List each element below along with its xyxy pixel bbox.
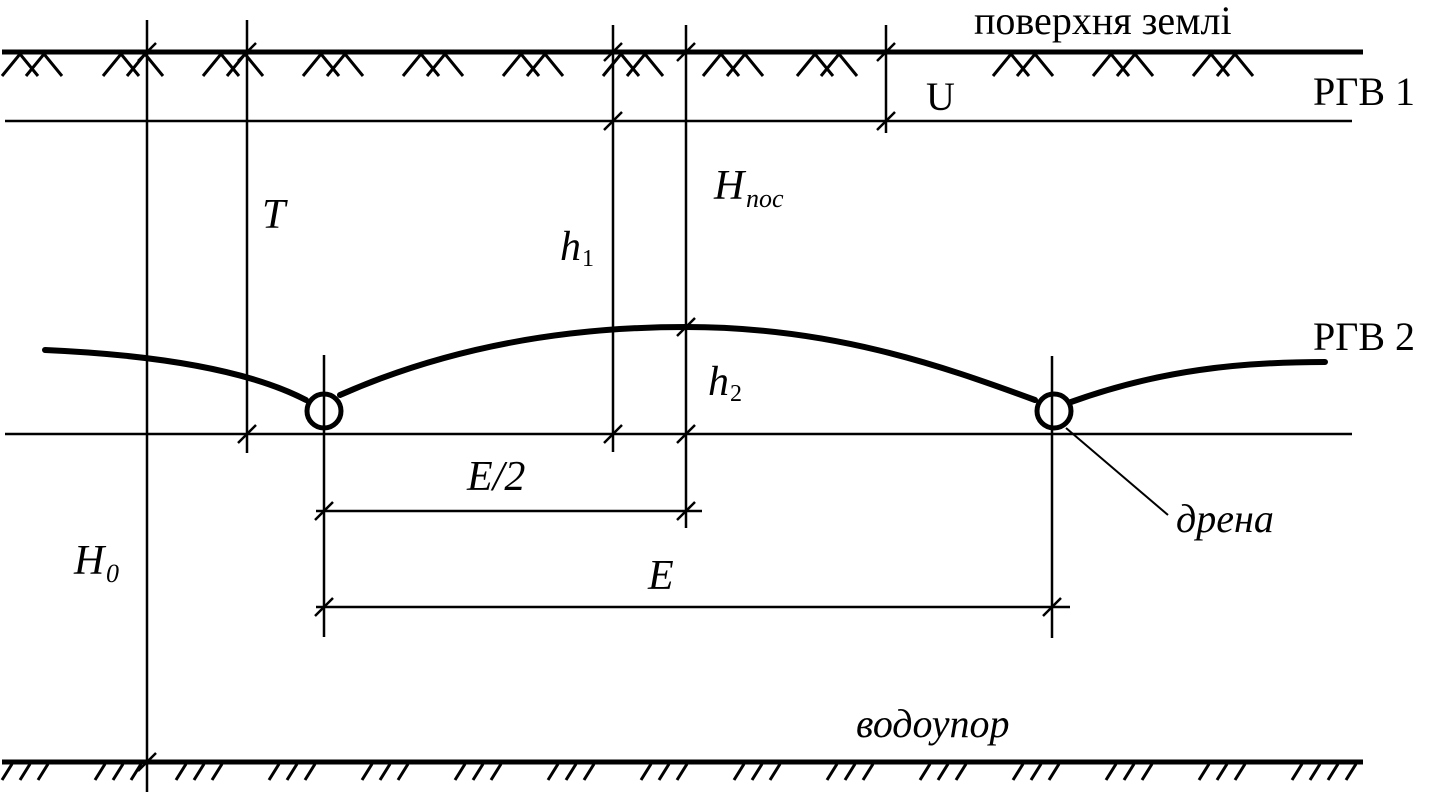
- ground-surface: [0, 49, 1363, 77]
- h0-label: H 0: [73, 538, 119, 588]
- aquitard-hatching: [0, 763, 1358, 781]
- e-half-label: E/2: [466, 454, 525, 500]
- h1-label: h 1: [560, 224, 594, 272]
- h2-label: h 2: [708, 359, 742, 407]
- drain-label: дрена: [1176, 496, 1274, 541]
- aquitard-label: водоупор: [856, 701, 1010, 746]
- svg-text:2: 2: [730, 381, 742, 407]
- u-label: U: [926, 74, 955, 119]
- ground-hatching: [0, 51, 1255, 77]
- svg-text:H: H: [73, 538, 107, 584]
- svg-text:h: h: [560, 224, 581, 270]
- svg-text:h: h: [708, 359, 729, 405]
- rgv2-label: РГВ 2: [1313, 314, 1415, 359]
- rgv1-label: РГВ 1: [1313, 69, 1415, 114]
- dimension-lines: [145, 20, 1070, 792]
- e-label: E: [647, 553, 674, 599]
- svg-text:1: 1: [582, 246, 594, 272]
- tick-marks: [137, 42, 1062, 772]
- svg-text:пос: пос: [746, 184, 784, 213]
- drain-right-circle: [1034, 391, 1074, 431]
- svg-text:H: H: [713, 163, 747, 209]
- t-label: T: [262, 192, 288, 238]
- aquitard: [0, 759, 1363, 781]
- h-pos-label: H пос: [713, 163, 784, 213]
- drain-leader-line: [1065, 427, 1169, 516]
- ground-surface-label: поверхня землі: [974, 0, 1232, 43]
- svg-text:0: 0: [106, 559, 119, 588]
